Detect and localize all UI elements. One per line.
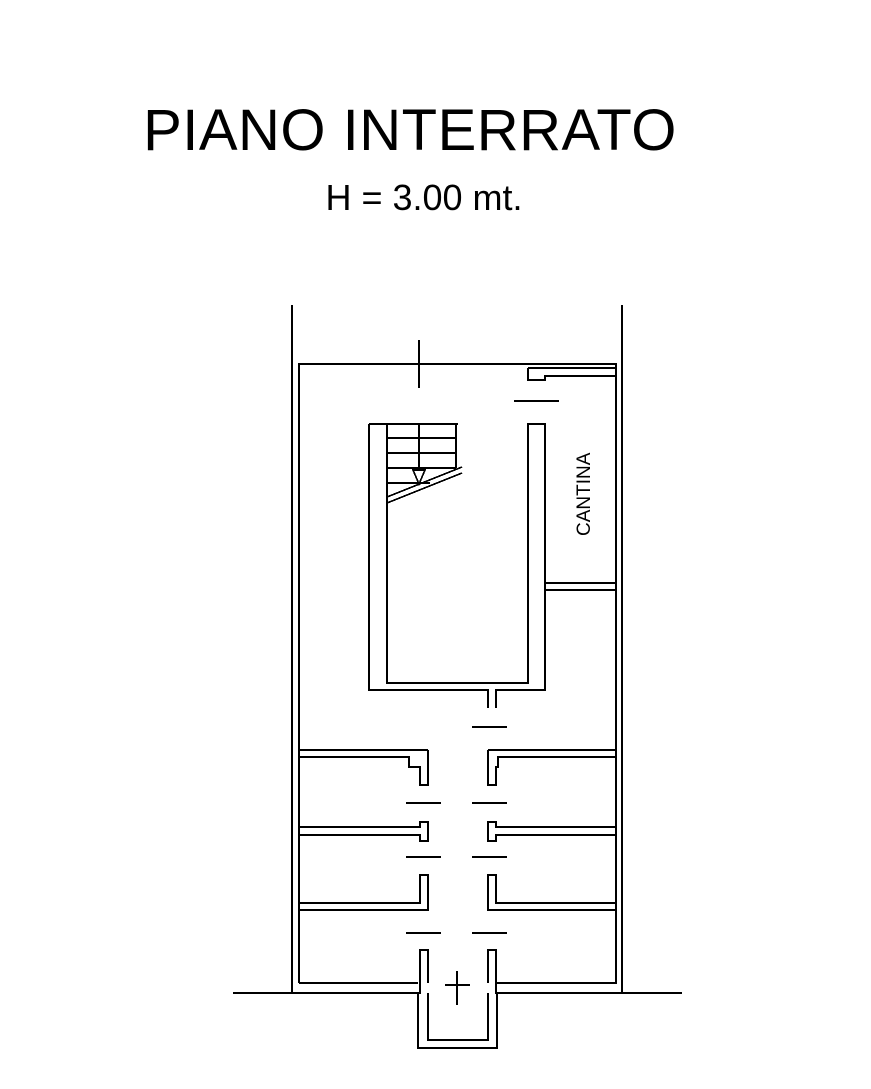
stair-treads — [386, 424, 463, 504]
stair-direction-arrow — [411, 469, 427, 487]
entrance-niche — [417, 971, 498, 1049]
plan-height-label: H = 3.00 mt. — [325, 177, 523, 218]
room-label-cantina: CANTINA — [574, 452, 595, 536]
cantina-room: CANTINA — [514, 367, 616, 584]
site-boundary — [233, 305, 682, 994]
plan-title: PIANO INTERRATO — [143, 98, 677, 163]
right-middle-room — [544, 589, 616, 690]
right-storage-units — [472, 750, 616, 983]
staircase-enclosure — [368, 423, 546, 708]
left-storage-units — [299, 750, 441, 983]
outer-walls — [298, 363, 617, 984]
